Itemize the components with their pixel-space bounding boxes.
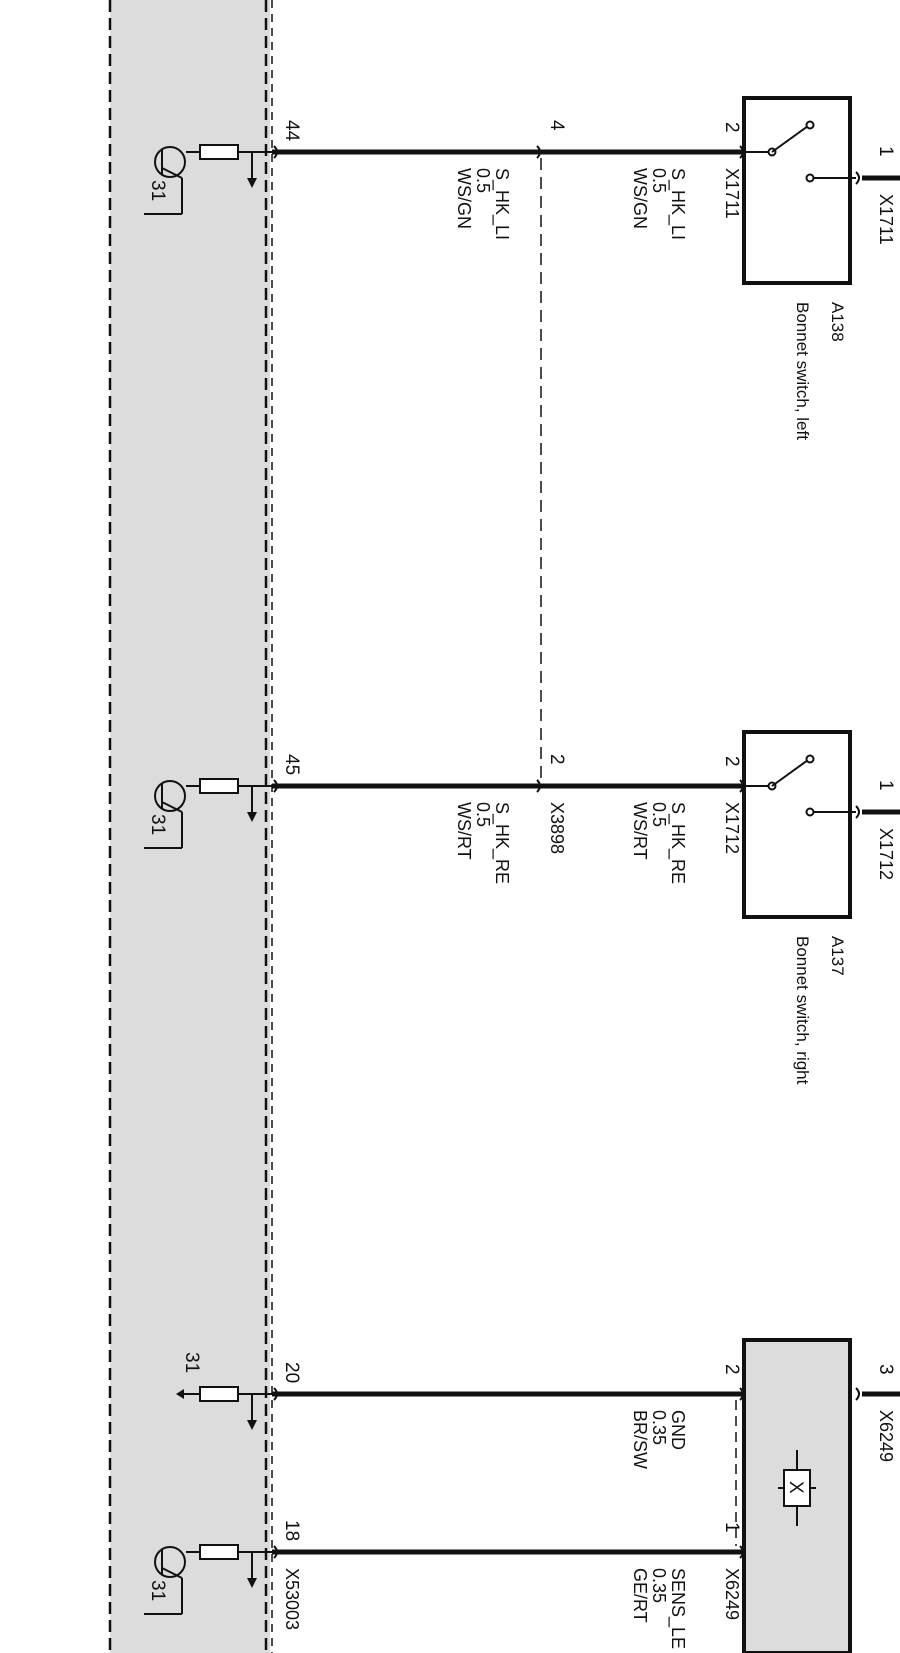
wire-size-label: 0.35: [649, 1568, 669, 1603]
switch-a138-connector: X1711: [722, 168, 742, 219]
switch-a138-contact-c: [805, 173, 815, 183]
stage-44-transistor: [154, 146, 186, 178]
pin-18-label: 18: [281, 1520, 302, 1541]
input-stage-44: 31: [144, 144, 272, 215]
stage-18-resistor: [199, 1544, 239, 1560]
mid-connector-x3898: X3898: [547, 802, 567, 854]
switch-a137-out-connector: X1712: [876, 828, 896, 880]
sensor-x6249: X 2 1 X6249 3 X6249: [721, 1338, 900, 1653]
pin-20-label: 20: [281, 1362, 302, 1383]
switch-a138-out-connector: X1711: [876, 194, 896, 245]
switch-a138-id: A138: [828, 302, 847, 342]
switch-a137-connector: X1712: [722, 802, 742, 854]
stage-18-transistor: [154, 1546, 186, 1578]
connector-hook-x6249-top: [855, 1387, 860, 1401]
input-stage-20: 31: [176, 1352, 272, 1430]
wire-size-label: 0.35: [649, 1410, 669, 1445]
stage-18-ground-label: 31: [147, 1580, 168, 1601]
sensor-top-connector-label: X6249: [876, 1410, 896, 1462]
connector-hook-module-20: [273, 1387, 278, 1401]
sensor-pin-top: 3: [875, 1364, 896, 1375]
connector-hook-module-18: [273, 1545, 278, 1559]
wire-color-label: GE/RT: [630, 1568, 650, 1623]
switch-a137: 2 X1712 1 X1712 A137 Bonnet switch, righ…: [721, 730, 900, 1085]
pin-44-label: 44: [281, 120, 302, 142]
sensor-pin-gnd: 2: [721, 1364, 742, 1375]
switch-a137-contact-b: [805, 754, 815, 764]
wire-color-label-switch-side: WS/RT: [630, 802, 650, 860]
connector-hook-module-44: [273, 145, 278, 159]
mid-pin-2-label: 2: [546, 754, 567, 765]
connector-hook-x1712-out: [855, 805, 860, 819]
stage-44-transistor-emitter: [161, 167, 183, 179]
wire-signal-label: S_HK_RE: [491, 802, 512, 884]
input-stage-18: 31: [144, 1544, 272, 1615]
connector-hook-mid-2: [536, 779, 541, 793]
stage-44-arrow-icon: [247, 178, 257, 188]
switch-a138-pin-in: 2: [721, 122, 742, 133]
wire-size-label: 0.5: [473, 802, 493, 827]
sensor-connector-label: X6249: [722, 1568, 742, 1620]
wire-size-label-switch-side: 0.5: [649, 802, 669, 827]
circuit-s-hk-re: 45 2 X3898 S_HK_RE 0.5 WS/RT S_HK_RE 0.5…: [272, 754, 744, 884]
stage-18-transistor-emitter: [161, 1567, 183, 1579]
switch-a138-name: Bonnet switch, left: [793, 302, 812, 440]
wire-color-label: WS/GN: [454, 168, 474, 229]
pin-45-label: 45: [281, 754, 302, 775]
switch-a138-box: [742, 96, 852, 285]
switch-a138: 2 X1711 1 X1711 A138 Bonnet switch, left: [721, 96, 900, 440]
connector-hook-x1711-out: [855, 171, 860, 185]
wire-signal-label-switch-side: S_HK_LI: [667, 168, 688, 240]
wire-color-label: BR/SW: [630, 1410, 650, 1469]
switch-a138-pin-out: 1: [875, 146, 896, 157]
switch-a137-pin-out: 1: [875, 780, 896, 791]
wire-size-label: 0.5: [473, 168, 493, 193]
wire-color-label-switch-side: WS/GN: [630, 168, 650, 229]
switch-a138-contact-b: [805, 120, 815, 130]
switch-a138-blade: [771, 125, 809, 153]
stage-45-ground-label: 31: [147, 814, 168, 835]
wire-signal-label-switch-side: S_HK_RE: [667, 802, 688, 884]
sensor-pin-sig: 1: [721, 1522, 742, 1533]
sensor-symbol-glyph: X: [785, 1481, 806, 1494]
circuit-s-hk-li: 44 4 S_HK_LI 0.5 WS/GN S_HK_LI 0.5 WS/GN: [272, 120, 744, 240]
switch-a137-pin-in: 2: [721, 756, 742, 767]
stage-45-transistor-emitter: [161, 801, 183, 813]
connector-hook-module-45: [273, 779, 278, 793]
switch-a137-name: Bonnet switch, right: [793, 936, 812, 1085]
mid-pin-4-label: 4: [546, 120, 567, 131]
stage-44-ground-label: 31: [147, 180, 168, 201]
stage-20-ground-label: 31: [181, 1352, 202, 1373]
wire-color-label: WS/RT: [454, 802, 474, 860]
switch-a137-id: A137: [828, 936, 847, 976]
wire-signal-label: S_HK_LI: [491, 168, 512, 240]
control-module-box: [110, 0, 270, 1653]
module-connector-x53003: X53003: [282, 1568, 302, 1630]
wire-signal-label: GND: [668, 1410, 688, 1450]
wire-signal-label: SENS_LE: [667, 1568, 688, 1649]
circuit-gnd: 20 GND 0.35 BR/SW: [272, 1362, 744, 1469]
stage-18-arrow-icon: [247, 1578, 257, 1588]
stage-20-arrow-icon: [247, 1420, 257, 1430]
stage-45-arrow-icon: [247, 812, 257, 822]
stage-45-transistor: [154, 780, 186, 812]
stage-20-gnd-arrow-icon: [176, 1389, 184, 1399]
stage-44-resistor: [199, 144, 239, 160]
switch-a137-box: [742, 730, 852, 919]
connector-hook-mid-4: [536, 145, 541, 159]
wire-size-label-switch-side: 0.5: [649, 168, 669, 193]
stage-45-resistor: [199, 778, 239, 794]
stage-20-resistor: [199, 1386, 239, 1402]
switch-a137-contact-c: [805, 807, 815, 817]
switch-a137-blade: [771, 759, 809, 787]
input-stage-45: 31: [144, 778, 272, 849]
circuit-sens: 18 X53003 SENS_LE 0.35 GE/RT: [272, 1520, 744, 1649]
